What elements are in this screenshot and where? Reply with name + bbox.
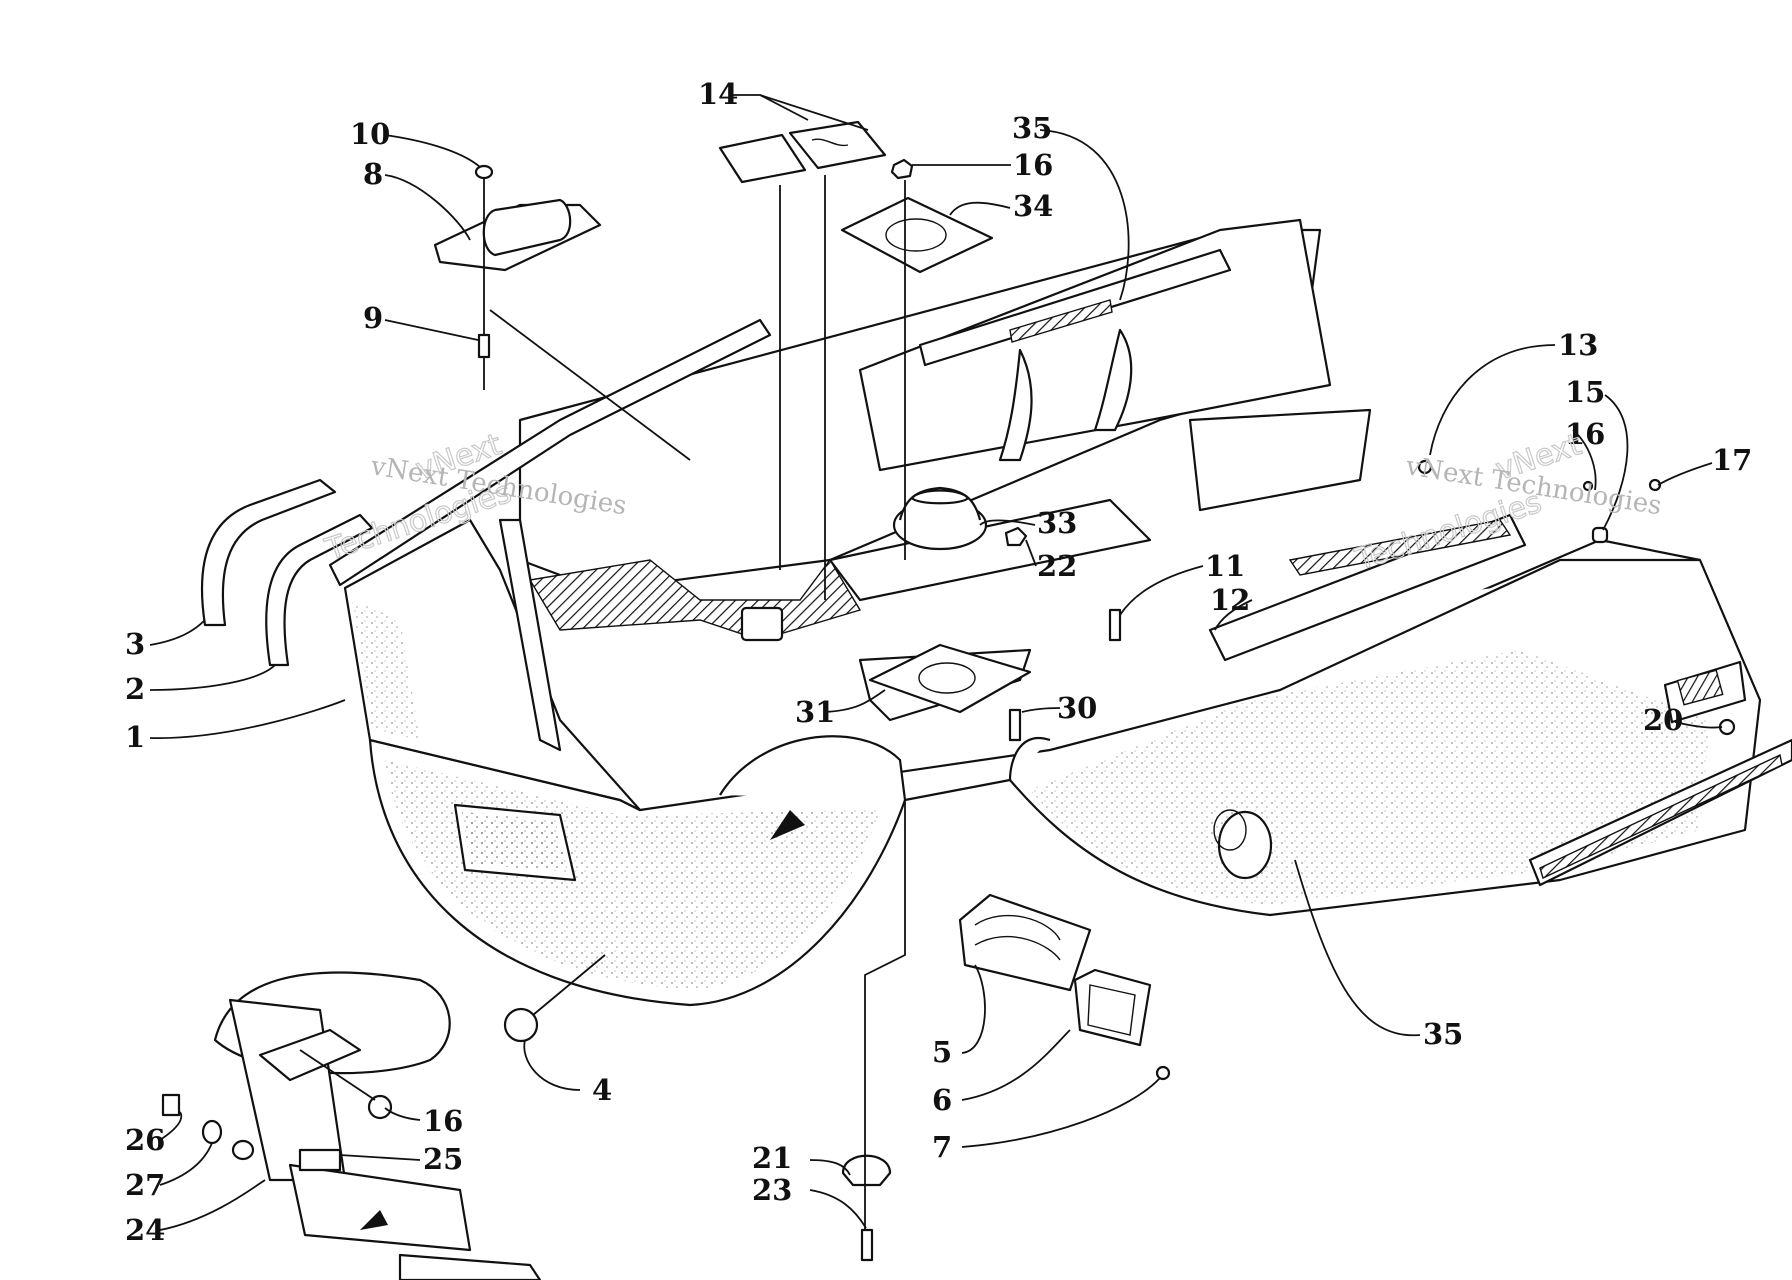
callout-2: 2 bbox=[125, 672, 145, 706]
leader-lines bbox=[149, 94, 1723, 1231]
callout-15: 15 bbox=[1565, 375, 1605, 409]
callout-13: 13 bbox=[1558, 328, 1598, 362]
hinge-8 bbox=[433, 164, 602, 390]
decals-14 bbox=[718, 120, 887, 184]
callout-17: 17 bbox=[1712, 443, 1752, 477]
callout-26: 26 bbox=[125, 1123, 165, 1157]
callout-8: 8 bbox=[363, 157, 383, 191]
rear-bracket bbox=[161, 971, 542, 1280]
callout-16-b: 16 bbox=[1565, 417, 1605, 451]
belly-pan bbox=[343, 518, 1792, 1007]
callout-30: 30 bbox=[1057, 691, 1097, 725]
callout-20: 20 bbox=[1643, 703, 1683, 737]
hardware bbox=[503, 158, 1736, 1043]
callout-6: 6 bbox=[932, 1083, 952, 1117]
mount-plate-33 bbox=[840, 196, 994, 274]
callout-16-a: 16 bbox=[1013, 148, 1053, 182]
callout-23: 23 bbox=[752, 1173, 792, 1207]
callout-14: 14 bbox=[698, 77, 738, 111]
callout-35: 35 bbox=[1423, 1017, 1463, 1051]
callout-12: 12 bbox=[1210, 583, 1250, 617]
callout-34: 35 bbox=[1012, 111, 1052, 145]
callout-labels: 14 35 16 34 10 8 9 13 15 16 17 33 22 11 … bbox=[125, 77, 1752, 1247]
callout-10: 10 bbox=[350, 117, 390, 151]
callout-4: 4 bbox=[592, 1073, 612, 1107]
callout-25: 25 bbox=[423, 1142, 463, 1176]
mount-plate-31 bbox=[868, 643, 1032, 714]
callout-16-c: 16 bbox=[423, 1104, 463, 1138]
callout-22: 22 bbox=[1037, 549, 1077, 583]
nozzle-boot bbox=[892, 486, 988, 551]
callout-24: 24 bbox=[125, 1213, 165, 1247]
callout-1: 1 bbox=[125, 720, 145, 754]
rub-rails bbox=[200, 318, 772, 667]
callout-3: 3 bbox=[125, 627, 145, 661]
tunnel-deck bbox=[498, 218, 1527, 752]
callout-32: 33 bbox=[1037, 506, 1077, 540]
callout-21: 21 bbox=[752, 1141, 792, 1175]
vent-assembly bbox=[958, 893, 1171, 1081]
callout-27: 27 bbox=[125, 1168, 165, 1202]
callout-31: 31 bbox=[795, 695, 835, 729]
callout-33: 34 bbox=[1013, 189, 1053, 223]
callout-7: 7 bbox=[932, 1130, 952, 1164]
callout-5: 5 bbox=[932, 1035, 952, 1069]
callout-11: 11 bbox=[1205, 549, 1245, 583]
callout-9: 9 bbox=[363, 301, 383, 335]
clamp-21 bbox=[841, 1154, 892, 1262]
